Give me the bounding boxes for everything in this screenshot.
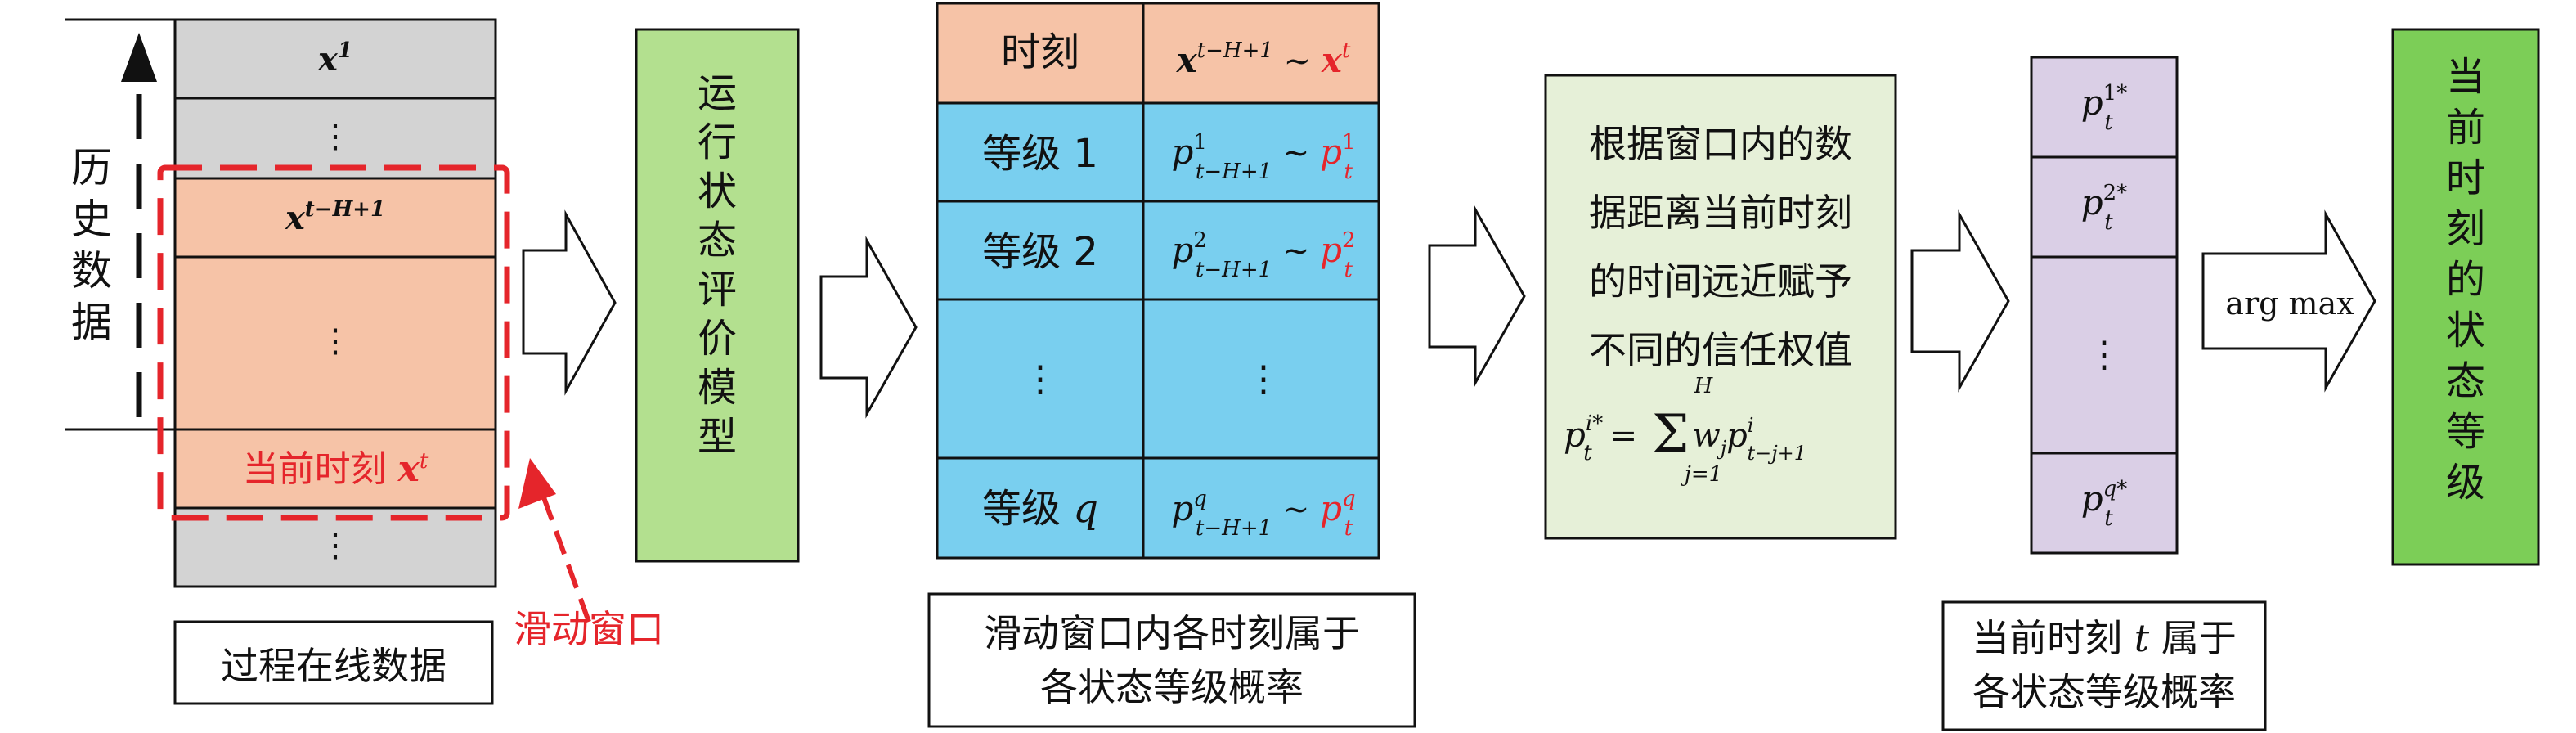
model-char-7: 模 bbox=[698, 365, 737, 411]
final-char-4: 刻 bbox=[2446, 206, 2485, 252]
history-row-label-dots-3: ⋮ bbox=[319, 527, 352, 564]
result-caption-box bbox=[1941, 600, 2267, 731]
final-char-3: 时 bbox=[2446, 155, 2485, 201]
weighting-text-4: 不同的信任权值 bbox=[1589, 328, 1852, 372]
history-row-label-dots-2: ⋮ bbox=[319, 322, 352, 360]
result-label-1: p1*t bbox=[2081, 81, 2127, 135]
prob-header-row bbox=[936, 2, 1380, 105]
result-cell-1 bbox=[2030, 56, 2179, 159]
result-cell-q bbox=[2030, 452, 2179, 555]
weighting-box bbox=[1544, 74, 1897, 540]
result-label-2: p2*t bbox=[2081, 181, 2127, 235]
prob-caption-line-2: 各状态等级概率 bbox=[1040, 665, 1304, 709]
weighting-sum-upper: H bbox=[1694, 374, 1714, 398]
prob-row-dots bbox=[936, 298, 1380, 460]
prob-header-right: 𝒙t−H+1 ~ 𝒙t bbox=[1176, 38, 1351, 80]
prob-level-1: 等级 1 bbox=[982, 131, 1098, 177]
history-side-label-3: 数 bbox=[71, 247, 112, 295]
final-char-6: 状 bbox=[2446, 308, 2485, 353]
result-column: p1*t p2*t ⋮ pq*t 当前时刻 t 属于 各状态等级概率 bbox=[1941, 56, 2267, 731]
weighting-text-1: 根据窗口内的数 bbox=[1589, 122, 1852, 166]
flow-arrow-1 bbox=[522, 209, 617, 396]
prob-level-2: 等级 2 bbox=[982, 229, 1098, 275]
prob-level-q: 等级 q bbox=[982, 486, 1098, 532]
final-char-7: 态 bbox=[2446, 358, 2485, 404]
final-state-block: 当 前 时 刻 的 状 态 等 级 bbox=[2391, 28, 2540, 566]
history-caption: 过程在线数据 bbox=[221, 644, 447, 688]
evaluation-model-block: 运 行 状 态 评 价 模 型 bbox=[635, 28, 800, 563]
history-side-label-4: 据 bbox=[71, 299, 112, 346]
evaluation-model-box bbox=[635, 28, 800, 563]
prob-row-q bbox=[936, 456, 1380, 560]
weighting-sum-lower: j=1 bbox=[1681, 462, 1722, 487]
prob-row-1 bbox=[936, 101, 1380, 203]
prob-header-left: 时刻 bbox=[1001, 29, 1079, 75]
history-row-x1 bbox=[173, 18, 497, 100]
weighting-text-3: 的时间远近赋予 bbox=[1589, 259, 1852, 304]
history-row-dots-3 bbox=[173, 506, 497, 588]
history-side-label-2: 史 bbox=[71, 196, 112, 243]
weighting-text-2: 据距离当前时刻 bbox=[1589, 191, 1852, 235]
result-cell-2 bbox=[2030, 155, 2179, 259]
prob-caption-line-1: 滑动窗口内各时刻属于 bbox=[984, 611, 1360, 655]
result-cell-dots bbox=[2030, 255, 2179, 455]
model-char-6: 价 bbox=[698, 316, 737, 362]
history-side-label-1: 历 bbox=[71, 144, 112, 191]
history-row-current bbox=[173, 428, 497, 510]
history-row-label-dots-1: ⋮ bbox=[319, 118, 352, 155]
prob-caption-box bbox=[927, 592, 1416, 728]
final-state-box bbox=[2391, 28, 2540, 566]
history-row-xtH bbox=[173, 177, 497, 259]
flow-arrow-4 bbox=[1910, 209, 2010, 393]
argmax-arrow bbox=[2201, 209, 2376, 393]
model-char-2: 行 bbox=[698, 119, 737, 165]
result-label-q: pq*t bbox=[2081, 477, 2128, 531]
model-char-3: 状 bbox=[698, 169, 737, 214]
history-row-label-current: 当前时刻 𝒙t bbox=[243, 448, 429, 490]
flow-arrow-2 bbox=[819, 236, 918, 419]
flow-arrow-3 bbox=[1428, 205, 1526, 388]
result-caption-line-2: 各状态等级概率 bbox=[1972, 670, 2236, 714]
sliding-window-label: 滑动窗口 bbox=[514, 607, 664, 651]
final-char-1: 当 bbox=[2446, 54, 2485, 100]
prob-level-dots: ⋮ bbox=[1022, 358, 1058, 400]
model-char-5: 评 bbox=[698, 267, 737, 313]
sliding-window-arrow-head bbox=[518, 458, 556, 509]
final-char-5: 的 bbox=[2446, 257, 2485, 303]
model-char-8: 型 bbox=[698, 414, 737, 460]
result-label-dots: ⋮ bbox=[2086, 334, 2122, 375]
sliding-window-frame bbox=[157, 164, 510, 521]
history-arrow-head bbox=[121, 33, 157, 82]
prob-range-dots: ⋮ bbox=[1245, 358, 1281, 400]
final-char-2: 前 bbox=[2446, 105, 2485, 151]
model-char-4: 态 bbox=[698, 218, 737, 263]
model-char-1: 运 bbox=[698, 70, 737, 116]
sliding-window-arrow bbox=[539, 489, 591, 623]
final-char-8: 等 bbox=[2446, 409, 2485, 455]
history-row-dots-2 bbox=[173, 255, 497, 431]
history-data-block: 𝒙1 ⋮ 𝒙t−H+1 ⋮ 当前时刻 𝒙t ⋮ 历 史 数 据 滑动窗口 过程在… bbox=[65, 18, 664, 705]
final-char-9: 级 bbox=[2446, 460, 2485, 506]
prob-row-2 bbox=[936, 200, 1380, 301]
argmax-label: arg max bbox=[2225, 286, 2354, 322]
history-caption-box bbox=[173, 620, 494, 705]
result-caption-line-1: 当前时刻 t 属于 bbox=[1972, 616, 2237, 660]
